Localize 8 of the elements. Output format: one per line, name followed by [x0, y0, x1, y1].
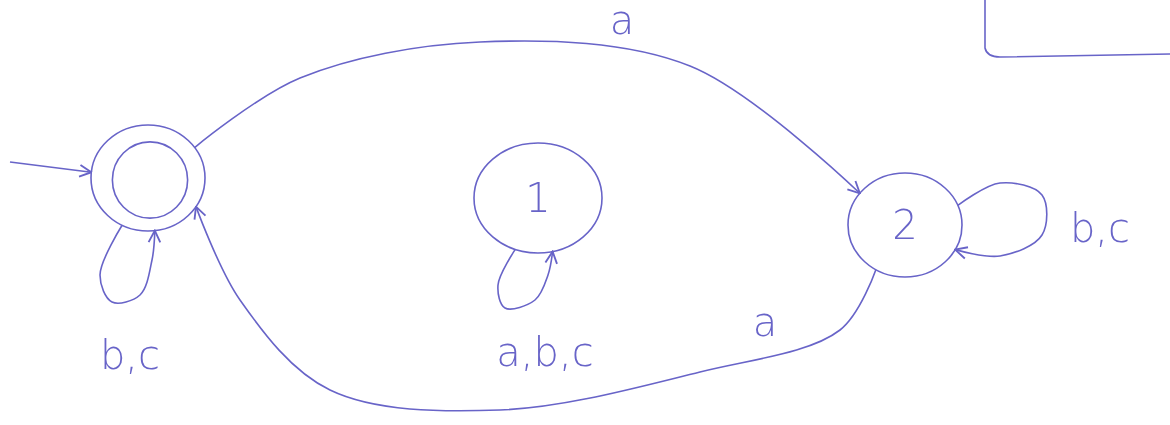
transition-arrow	[954, 181, 1048, 260]
transition-arrow	[193, 205, 877, 412]
state-label: 1	[525, 175, 551, 221]
transition-arrow	[99, 224, 162, 304]
transition-arrow	[497, 248, 558, 310]
state-label: 2	[892, 202, 918, 248]
transition-arrow	[193, 40, 861, 195]
transition-arrow	[9, 161, 93, 178]
